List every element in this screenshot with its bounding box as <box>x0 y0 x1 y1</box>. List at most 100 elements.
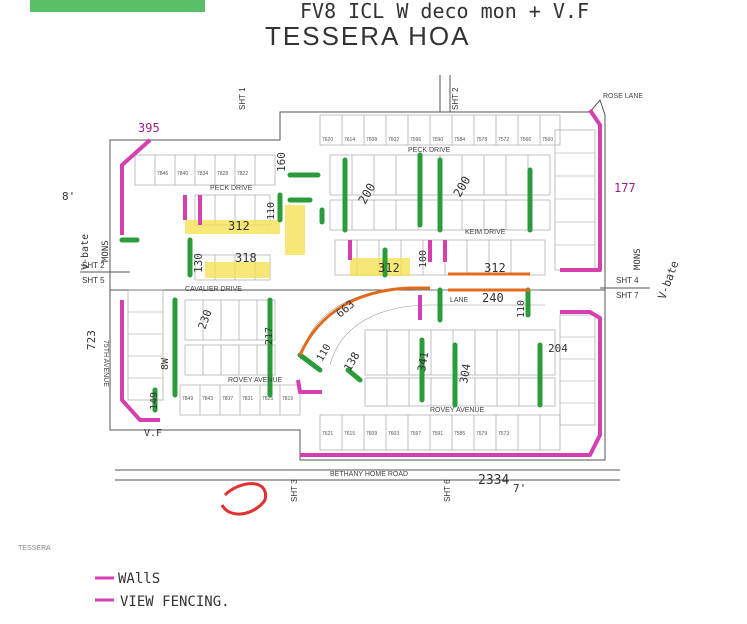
street-peck-drive-east: PECK DRIVE <box>408 147 451 154</box>
lot-number: 7572 <box>498 137 509 143</box>
annot-312-b: 312 <box>378 261 400 275</box>
street-75th-avenue: 75TH AVENUE <box>102 340 109 387</box>
annot-110-c: 110 <box>516 300 527 318</box>
lot-numbers-bottom: 7621 7615 7609 7603 7597 7591 7585 7579 … <box>322 431 509 437</box>
lot-number: 7578 <box>476 137 487 143</box>
lot-numbers-row2: 7846 7840 7834 7828 7822 <box>157 171 248 177</box>
lot-numbers-rovey-west: 7849 7843 7837 7831 7825 7819 <box>182 396 293 402</box>
orange-walls <box>298 272 530 356</box>
street-cavalier-drive: CAVALIER DRIVE <box>185 286 242 293</box>
sheet-ref-5: SHT 5 <box>82 276 105 285</box>
lot-number: 7591 <box>432 431 443 437</box>
street-labels: ROSE LANE PECK DRIVE PECK DRIVE CAVALIER… <box>102 93 643 478</box>
yellow-highlights <box>185 205 410 278</box>
annot-mons-left: MONS <box>101 240 111 262</box>
green-marker-scribble <box>30 0 205 12</box>
lot-number: 7608 <box>366 137 377 143</box>
lot-number: 7834 <box>197 171 208 177</box>
annot-395: 395 <box>138 121 160 135</box>
annot-304: 304 <box>457 362 473 384</box>
sheet-ref-top-1: SHT 1 <box>238 87 247 110</box>
sheet-ref-2: SHT 2 <box>82 261 105 270</box>
lot-grid <box>127 114 596 451</box>
annot-312-c: 312 <box>484 261 506 275</box>
street-keim-drive: KEIM DRIVE <box>465 229 506 236</box>
sheet-ref-7: SHT 7 <box>616 291 639 300</box>
street-peck-drive-west: PECK DRIVE <box>210 185 253 192</box>
annot-mons-right: MONS <box>633 248 643 270</box>
annot-130: 130 <box>192 253 205 273</box>
plat-outline <box>80 75 650 481</box>
view-fencing <box>119 152 543 413</box>
lot-number: 7620 <box>322 137 333 143</box>
annot-100: 100 <box>418 250 429 268</box>
lot-number: 7843 <box>202 396 213 402</box>
annot-230: 230 <box>196 308 215 331</box>
annot-8w: 8W <box>160 357 171 370</box>
lot-number: 7837 <box>222 396 233 402</box>
street-lane-center: LANE <box>450 297 469 304</box>
annot-149: 149 <box>149 392 160 410</box>
lot-number: 7597 <box>410 431 421 437</box>
lot-number: 7560 <box>542 137 553 143</box>
street-rovey-avenue-east: ROVEY AVENUE <box>430 407 485 414</box>
street-bethany-home-road: BETHANY HOME ROAD <box>330 471 408 478</box>
annot-318: 318 <box>235 251 257 265</box>
lot-number: 7819 <box>282 396 293 402</box>
annot-160: 160 <box>275 152 288 172</box>
annot-138: 138 <box>341 350 362 374</box>
red-scribble <box>220 482 267 516</box>
legend-walls-label: WAllS <box>118 571 160 587</box>
annot-200-b: 200 <box>450 174 473 200</box>
lot-number: 7579 <box>476 431 487 437</box>
lot-number: 7584 <box>454 137 465 143</box>
sheet-references: SHT 2 SHT 5 SHT 4 SHT 7 SHT 3 SHT 6 SHT … <box>82 87 639 502</box>
lot-number: 7825 <box>262 396 273 402</box>
lot-number: 7831 <box>242 396 253 402</box>
annot-217: 217 <box>264 327 275 345</box>
legend: WAllS VIEW FENCING. <box>95 571 230 610</box>
annot-vbate-left: V-bate <box>80 234 91 270</box>
annot-2334: 2334 <box>478 473 509 488</box>
annot-240: 240 <box>482 291 504 305</box>
lot-number: 7828 <box>217 171 228 177</box>
lot-number: 7603 <box>388 431 399 437</box>
lot-numbers-top: 7620 7614 7608 7602 7596 7590 7584 7578 … <box>322 137 553 143</box>
lot-number: 7602 <box>388 137 399 143</box>
top-note: FV8 ICL W deco mon + V.F <box>300 0 589 23</box>
perimeter-walls <box>120 108 602 457</box>
annot-110-b: 110 <box>315 342 334 363</box>
annot-vbate-right: V-bate <box>656 259 682 301</box>
annot-200-a: 200 <box>355 181 378 207</box>
lot-number: 7609 <box>366 431 377 437</box>
lot-number: 7573 <box>498 431 509 437</box>
annot-177: 177 <box>614 181 636 195</box>
annot-204: 204 <box>548 342 568 355</box>
page-title: TESSERA HOA <box>265 21 471 51</box>
annot-7ft: 7' <box>513 482 526 495</box>
annot-341: 341 <box>415 351 431 373</box>
lot-number: 7849 <box>182 396 193 402</box>
lot-number: 7566 <box>520 137 531 143</box>
sheet-ref-top-2: SHT 2 <box>451 87 460 110</box>
lot-number: 7596 <box>410 137 421 143</box>
lot-number: 7846 <box>157 171 168 177</box>
annot-110-a: 110 <box>266 202 277 220</box>
lot-number: 7621 <box>322 431 333 437</box>
sheet-ref-bottom-6: SHT 6 <box>443 479 452 502</box>
lot-number: 7822 <box>237 171 248 177</box>
street-rose-lane: ROSE LANE <box>603 93 643 100</box>
street-rovey-avenue-west: ROVEY AVENUE <box>228 377 283 384</box>
lot-number: 7590 <box>432 137 443 143</box>
annot-723: 723 <box>85 330 98 350</box>
lot-number: 7585 <box>454 431 465 437</box>
annot-8ft: 8' <box>62 190 75 203</box>
legend-view-fencing-label: VIEW FENCING. <box>120 594 230 610</box>
annot-312-a: 312 <box>228 219 250 233</box>
lot-number: 7840 <box>177 171 188 177</box>
sheet-ref-4: SHT 4 <box>616 276 639 285</box>
sheet-ref-bottom-3: SHT 3 <box>290 479 299 502</box>
footer-stamp: TESSERA <box>18 545 51 552</box>
lot-number: 7615 <box>344 431 355 437</box>
